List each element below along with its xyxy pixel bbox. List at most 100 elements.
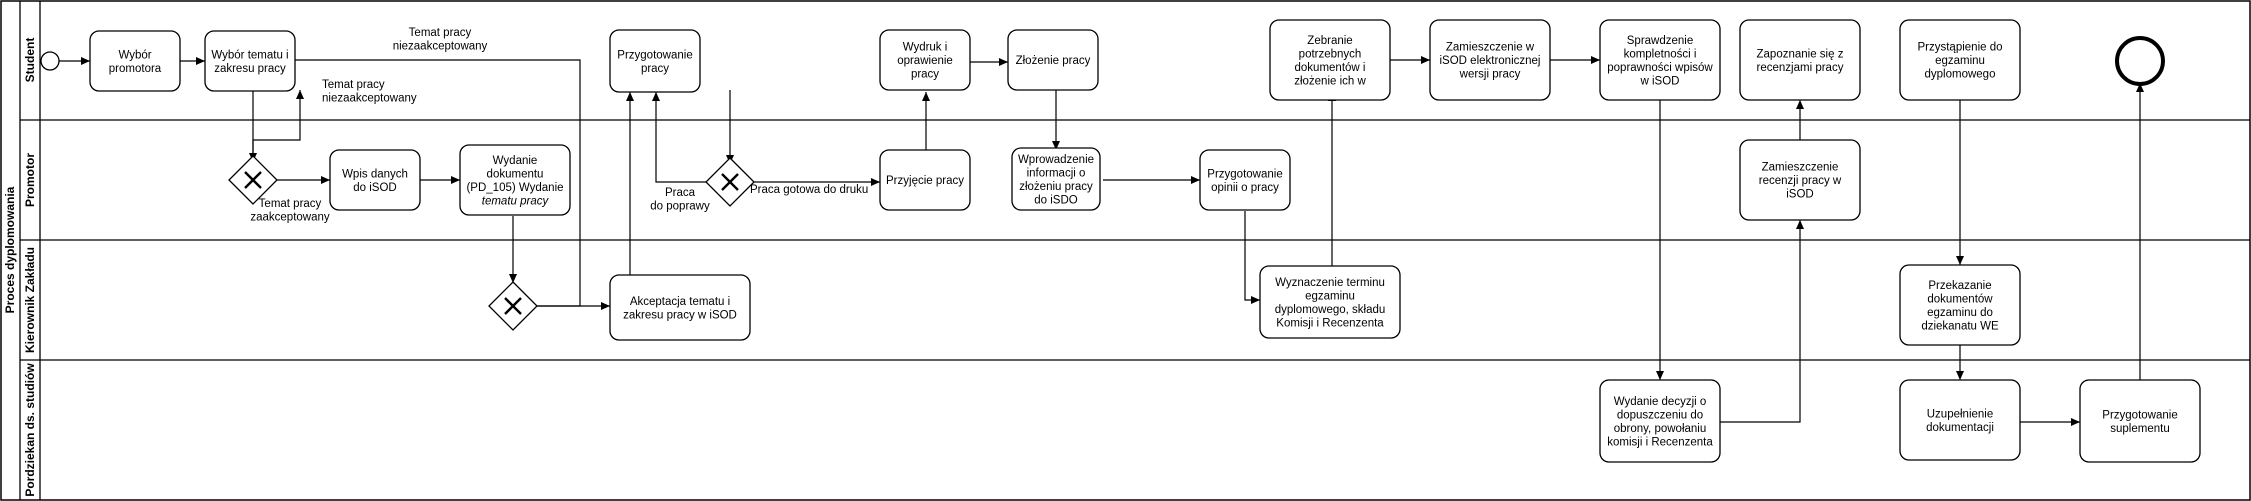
task-label: Wpis danych bbox=[342, 168, 408, 180]
task-label: Wydruk i bbox=[903, 42, 948, 54]
task-label: tematu pracy bbox=[482, 195, 550, 207]
task-label: do iSDO bbox=[1034, 194, 1078, 206]
task-label: potrzebnych bbox=[1299, 48, 1362, 60]
task-label: poprawności wpisów bbox=[1607, 62, 1713, 74]
task-label: Wyznaczenie terminu bbox=[1275, 277, 1385, 289]
lane-label-promotor: Promotor bbox=[23, 153, 37, 207]
task-label: komisji i Recenzenta bbox=[1607, 436, 1713, 448]
task-label: Przygotowanie bbox=[617, 49, 692, 61]
task-label: Przekazanie bbox=[1928, 280, 1991, 292]
task-label: złożenie ich w bbox=[1294, 75, 1366, 87]
task-label: iSOD bbox=[1786, 189, 1813, 201]
task-label: Akceptacja tematu i bbox=[630, 296, 730, 308]
task-label: kompletności i bbox=[1624, 48, 1697, 60]
start-event bbox=[40, 51, 60, 71]
task-label: Komisji i Recenzenta bbox=[1276, 317, 1384, 329]
task-label: Zamieszczenie w bbox=[1446, 42, 1535, 54]
gateway-work-ready bbox=[705, 157, 755, 207]
task-label: recenzjami pracy bbox=[1757, 62, 1844, 74]
task-t7: Przyjęcie pracy bbox=[879, 149, 971, 211]
task-label: (PD_105) Wydanie bbox=[466, 182, 563, 194]
task-t3: Wpis danych do iSOD bbox=[329, 149, 421, 211]
edge-label: Praca bbox=[665, 187, 696, 199]
task-label: informacji o bbox=[1027, 167, 1086, 179]
task-label: dokumentu bbox=[487, 168, 544, 180]
end-event bbox=[2115, 36, 2165, 86]
task-label: suplementu bbox=[2110, 423, 2169, 435]
task-label: dokumentacji bbox=[1926, 422, 1994, 434]
task-label: wersji pracy bbox=[1459, 69, 1521, 81]
task-label: promotora bbox=[109, 63, 162, 75]
edge-label: Temat pracy bbox=[322, 79, 385, 91]
task-label: Wydanie decyzji o bbox=[1614, 396, 1707, 408]
task-label: egzaminu bbox=[1935, 55, 1985, 67]
task-label: egzaminu bbox=[1305, 290, 1355, 302]
task-t18: Zapoznanie się z recenzjami pracy bbox=[1739, 19, 1861, 101]
task-label: pracy bbox=[641, 63, 669, 75]
edge-label: Temat pracy bbox=[409, 27, 472, 39]
task-label: dokumentów i bbox=[1295, 62, 1366, 74]
task-label: opinii o pracy bbox=[1211, 182, 1279, 194]
task-t1: Wybór promotora bbox=[89, 30, 181, 92]
lane-label-prodziekan: Pordziekan ds. studiów bbox=[23, 363, 37, 497]
task-t22: Przygotowanie suplementu bbox=[2079, 379, 2201, 463]
edge-label: zaakceptowany bbox=[250, 212, 330, 224]
task-label: Wprowadzenie bbox=[1018, 154, 1094, 166]
task-label: do iSOD bbox=[353, 182, 396, 194]
task-t9: Złożenie pracy bbox=[1007, 29, 1099, 91]
task-label: Przyjęcie pracy bbox=[886, 175, 964, 187]
task-label: Uzupełnienie bbox=[1927, 408, 1994, 420]
edge-label: niezaakceptowany bbox=[393, 41, 488, 53]
task-label: Przystąpienie do bbox=[1917, 42, 2002, 54]
task-label: Wydanie bbox=[493, 155, 538, 167]
task-label: Przygotowanie bbox=[2102, 409, 2177, 421]
task-label: dziekanatu WE bbox=[1921, 320, 1999, 332]
task-label: w iSOD bbox=[1640, 75, 1680, 87]
gateway-acceptance bbox=[488, 281, 538, 331]
task-label: Zebranie bbox=[1307, 35, 1352, 47]
edge-label: Temat pracy bbox=[259, 198, 322, 210]
task-label: oprawienie bbox=[897, 55, 953, 67]
task-label: pracy bbox=[911, 69, 939, 81]
task-label: Złożenie pracy bbox=[1016, 55, 1091, 67]
task-label: Wybór bbox=[118, 49, 151, 61]
edge-label: niezaakceptowany bbox=[322, 93, 417, 105]
task-label: egzaminu do bbox=[1927, 307, 1993, 319]
task-label: złożeniu pracy bbox=[1019, 181, 1093, 193]
gateway-topic bbox=[228, 155, 278, 205]
task-label: dyplomowego bbox=[1925, 69, 1996, 81]
task-label: iSOD elektronicznej bbox=[1440, 55, 1541, 67]
task-label: dyplomowego, składu bbox=[1275, 304, 1386, 316]
task-label: Zamieszczenie bbox=[1762, 162, 1839, 174]
task-t2: Wybór tematu i zakresu pracy bbox=[204, 30, 296, 92]
task-label: Zapoznanie się z bbox=[1757, 48, 1844, 60]
task-t21: Uzupełnienie dokumentacji bbox=[1899, 379, 2021, 461]
pool-title: Proces dyplomowania bbox=[3, 186, 17, 313]
task-label: Wybór tematu i bbox=[211, 49, 288, 61]
task-label: recenzji pracy w bbox=[1759, 175, 1842, 187]
task-label: obrony, powołaniu bbox=[1614, 423, 1707, 435]
task-label: dokumentów bbox=[1927, 293, 1993, 305]
edge-label: Praca gotowa do druku bbox=[750, 184, 868, 196]
task-label: zakresu pracy w iSOD bbox=[623, 309, 737, 321]
task-t6: Przygotowanie pracy bbox=[609, 29, 701, 93]
lane-label-student: Student bbox=[23, 38, 37, 83]
task-label: dopuszczeniu do bbox=[1617, 409, 1703, 421]
lane-label-kierownik: Kierownik Zakładu bbox=[23, 247, 37, 353]
task-label: zakresu pracy bbox=[214, 63, 286, 75]
